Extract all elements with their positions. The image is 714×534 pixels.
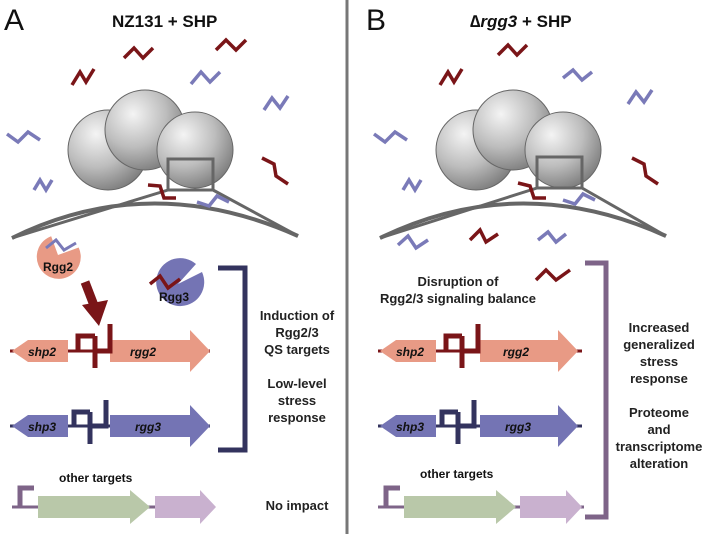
proteome-line-2: and [647, 422, 670, 437]
zoom-line [379, 186, 538, 240]
increased-line-2: generalized [623, 337, 695, 352]
growth-surface [11, 201, 299, 240]
effects-b: Increased generalized stress response Pr… [616, 320, 703, 471]
shp-pheromones [5, 37, 290, 209]
gene-shp2: shp2 [396, 345, 424, 359]
zoom-line [11, 188, 169, 240]
rgg3-protein: Rgg3 [148, 258, 205, 307]
disruption-note: Disruption of Rgg2/3 signaling balance [380, 274, 536, 306]
shp-peptide-red [122, 45, 155, 61]
growth-surface [379, 201, 667, 240]
shp-peptide-blue [401, 176, 423, 194]
disruption-line-2: Rgg2/3 signaling balance [380, 291, 536, 306]
zoom-box [535, 155, 584, 190]
title-rest: + SHP [517, 12, 571, 31]
shp-peptide-red [496, 42, 529, 58]
shp-peptide-blue [262, 95, 290, 111]
operon-other: other targets [378, 467, 584, 524]
no-impact-label: No impact [266, 498, 330, 513]
stress-line-2: stress [278, 393, 316, 408]
shp-peptide-red [468, 227, 499, 245]
other-targets-label: other targets [420, 467, 494, 481]
operon-shp3-rgg3: shp3 rgg3 [378, 400, 582, 447]
title-gene: rgg3 [480, 12, 517, 31]
panel-b: B ∆rgg3 + SHP Disruption of Rgg2/3 signa [366, 4, 702, 524]
panel-a-title: NZ131 + SHP [112, 12, 217, 31]
disruption-line-1: Disruption of [418, 274, 500, 289]
increased-line-1: Increased [629, 320, 690, 335]
panel-b-title: ∆rgg3 + SHP [470, 12, 572, 31]
rgg3-label: Rgg3 [159, 290, 189, 304]
panel-a-letter: A [4, 4, 24, 37]
proteome-line-3: transcriptome [616, 439, 703, 454]
rgg2-label: Rgg2 [43, 260, 73, 274]
operon-other: other targets [12, 471, 216, 524]
gene-shp2: shp2 [28, 345, 56, 359]
operon-shp2-rgg2: shp2 rgg2 [10, 324, 210, 372]
zoom-box [166, 157, 215, 192]
panel-a: A NZ131 + SHP Rgg2 [4, 4, 335, 524]
shp-peptide-red [214, 37, 248, 53]
gene-rgg2: rgg2 [503, 345, 529, 359]
bracket-a [218, 265, 248, 453]
shp-peptide-blue [536, 229, 568, 245]
shp-peptide-blue [396, 233, 429, 251]
shp-peptide-red [631, 156, 659, 186]
shp-peptide-blue [189, 69, 222, 86]
delta-symbol: ∆ [470, 12, 481, 31]
activation-arrowhead [82, 300, 108, 326]
gene-rgg2: rgg2 [130, 345, 156, 359]
proteome-line-1: Proteome [629, 405, 689, 420]
zoom-line [581, 186, 667, 238]
gene-shp3: shp3 [396, 420, 424, 434]
increased-line-3: stress [640, 354, 678, 369]
shp-peptide-blue [562, 191, 596, 207]
shp-peptide-blue [32, 176, 54, 194]
gene-rgg3: rgg3 [505, 420, 531, 434]
shp-peptide-blue [561, 67, 594, 83]
bracket-b [585, 260, 609, 520]
gene-shp3: shp3 [28, 420, 56, 434]
operon-shp3-rgg3: shp3 rgg3 [10, 400, 210, 447]
shp-peptide-blue [626, 89, 654, 105]
gene-rgg3: rgg3 [135, 420, 161, 434]
induction-line-1: Induction of [260, 308, 335, 323]
operon-shp2-rgg2: shp2 rgg2 [378, 324, 582, 372]
induction-line-2: Rgg2/3 [275, 325, 318, 340]
shp-peptide-red [70, 68, 96, 86]
effects-a: Induction of Rgg2/3 QS targets Low-level… [260, 308, 335, 513]
induction-line-3: QS targets [264, 342, 330, 357]
stress-line-1: Low-level [267, 376, 326, 391]
shp-peptide-blue [372, 129, 408, 145]
shp-peptide-red [147, 183, 176, 200]
shp-pheromones [372, 42, 659, 283]
shp-peptide-red [261, 156, 289, 186]
other-targets-label: other targets [59, 471, 133, 485]
shp-peptide-red [438, 68, 464, 86]
proteome-line-4: alteration [630, 456, 689, 471]
panel-b-letter: B [366, 4, 386, 37]
increased-line-4: response [630, 371, 688, 386]
shp-peptide-blue [5, 129, 41, 145]
shp-peptide-blue [196, 193, 230, 209]
zoom-line [212, 188, 299, 238]
stress-line-3: response [268, 410, 326, 425]
shp-peptide-red [534, 267, 572, 283]
rgg2-protein: Rgg2 [36, 236, 81, 279]
shp-peptide-red [517, 181, 546, 200]
